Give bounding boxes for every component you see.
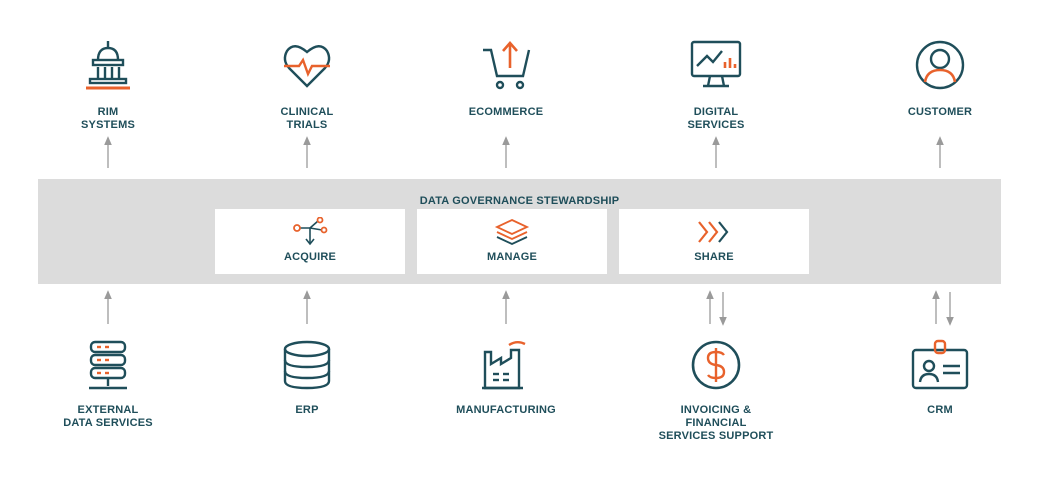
node-label: ERP: [295, 404, 319, 416]
factory-icon: [482, 341, 526, 390]
server-stack-icon: [89, 340, 127, 390]
node-erp: ERP: [232, 338, 382, 417]
node-label: EXTERNAL DATA SERVICES: [63, 404, 153, 429]
step-label: SHARE: [694, 251, 734, 263]
step-share: SHARE: [619, 209, 809, 274]
node-label: CUSTOMER: [907, 106, 973, 118]
step-label: MANAGE: [486, 251, 538, 263]
node-manufacturing: MANUFACTURING: [431, 338, 581, 417]
node-label: CLINICAL TRIALS: [280, 106, 334, 131]
node-rim-systems: RIM SYSTEMS: [33, 38, 183, 132]
shopping-cart-icon: [483, 41, 531, 90]
acquire-flow-icon: [293, 217, 328, 246]
node-customer: CUSTOMER: [865, 38, 1015, 119]
node-ecommerce: ECOMMERCE: [431, 38, 581, 119]
node-label: CRM: [927, 404, 953, 416]
layers-stack-icon: [494, 219, 530, 245]
node-external-data-services: EXTERNAL DATA SERVICES: [33, 338, 183, 430]
node-label: MANUFACTURING: [456, 404, 556, 416]
dollar-coin-icon: [691, 340, 741, 390]
user-circle-icon: [915, 40, 965, 90]
node-crm: CRM: [865, 338, 1015, 417]
node-label: RIM SYSTEMS: [81, 106, 135, 131]
monitor-chart-icon: [690, 40, 742, 88]
node-clinical-trials: CLINICAL TRIALS: [232, 38, 382, 132]
database-icon: [283, 340, 331, 390]
node-digital-services: DIGITAL SERVICES: [641, 38, 791, 132]
node-label: INVOICING & FINANCIAL SERVICES SUPPORT: [658, 404, 774, 442]
node-invoicing: INVOICING & FINANCIAL SERVICES SUPPORT: [641, 338, 791, 443]
id-badge-icon: [911, 339, 969, 390]
node-label: ECOMMERCE: [468, 106, 544, 118]
governance-title: DATA GOVERNANCE STEWARDSHIP: [419, 195, 620, 207]
chevrons-right-icon: [698, 221, 729, 243]
step-label: ACQUIRE: [283, 251, 337, 263]
heart-pulse-icon: [283, 45, 331, 88]
step-acquire: ACQUIRE: [215, 209, 405, 274]
government-building-icon: [86, 41, 130, 90]
step-manage: MANAGE: [417, 209, 607, 274]
node-label: DIGITAL SERVICES: [687, 106, 745, 131]
